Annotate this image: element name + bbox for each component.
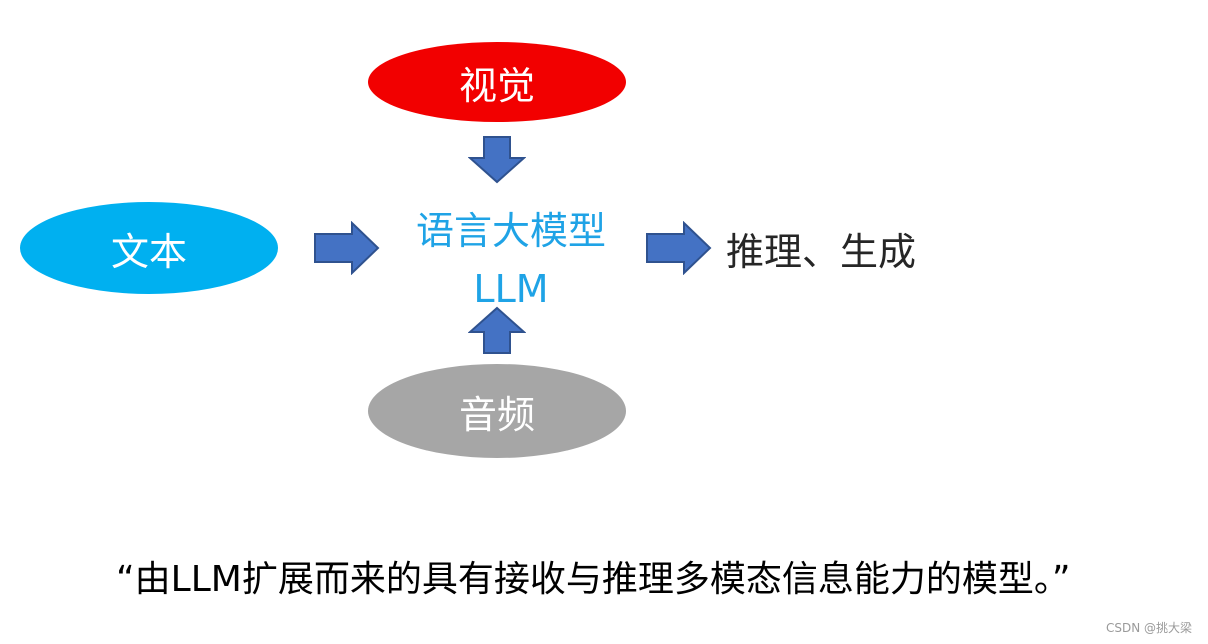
arrow-right-to-output bbox=[646, 221, 712, 275]
text-node: 文本 bbox=[20, 202, 278, 294]
text-label: 文本 bbox=[110, 229, 187, 274]
vision-node: 视觉 bbox=[368, 42, 626, 122]
llm-center-label: 语言大模型 LLM bbox=[398, 202, 624, 318]
llm-label-line2: LLM bbox=[473, 267, 549, 311]
watermark: CSDN @挑大梁 bbox=[1105, 621, 1192, 635]
arrow-right-from-text bbox=[314, 221, 380, 275]
llm-label-line1: 语言大模型 bbox=[415, 209, 606, 253]
audio-label: 音频 bbox=[458, 392, 535, 437]
arrow-down-from-vision bbox=[468, 136, 526, 184]
vision-label: 视觉 bbox=[458, 63, 535, 108]
output-label: 推理、生成 bbox=[726, 230, 917, 274]
audio-node: 音频 bbox=[368, 364, 626, 458]
definition-quote: “由LLM扩展而来的具有接收与推理多模态信息能力的模型。” bbox=[116, 559, 1071, 600]
arrow-up-from-audio bbox=[468, 306, 526, 354]
